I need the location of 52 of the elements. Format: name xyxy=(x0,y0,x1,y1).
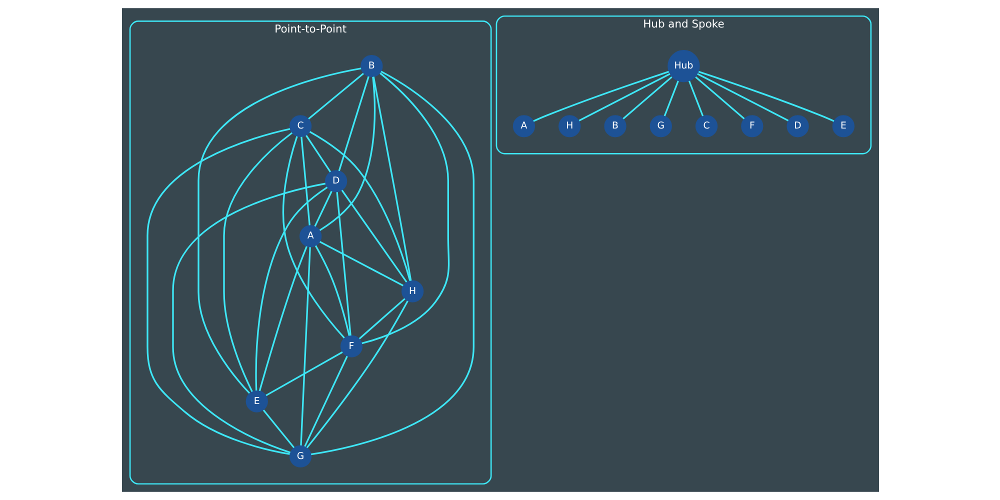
node-circle: G xyxy=(288,445,312,468)
connector xyxy=(310,70,474,456)
connector xyxy=(265,351,342,396)
connector xyxy=(318,76,376,231)
connector xyxy=(314,245,350,336)
connector xyxy=(308,131,410,281)
connector xyxy=(696,73,788,122)
node-circle: A xyxy=(512,115,535,138)
connector xyxy=(308,72,364,120)
connector xyxy=(532,70,669,122)
connector xyxy=(262,410,294,448)
node-circle: A xyxy=(299,225,322,248)
connector xyxy=(306,300,408,448)
node-circle: C xyxy=(694,115,718,138)
connector xyxy=(254,186,328,391)
connector xyxy=(300,136,310,226)
connector xyxy=(578,73,670,122)
node-circle: H xyxy=(401,280,424,302)
connector xyxy=(300,247,310,446)
node-circle: C xyxy=(288,115,312,138)
node-circle: E xyxy=(245,390,268,412)
connector xyxy=(694,76,744,120)
connector xyxy=(305,135,331,172)
node-circle: D xyxy=(786,115,808,138)
connector xyxy=(282,136,344,339)
connector xyxy=(688,80,704,116)
connector xyxy=(340,190,407,283)
connector xyxy=(197,68,361,394)
connector xyxy=(304,356,348,447)
node-circle: H xyxy=(558,115,580,138)
connector xyxy=(622,76,672,120)
connector xyxy=(698,70,834,122)
connector xyxy=(338,76,369,172)
node-circle: B xyxy=(604,115,626,138)
connector xyxy=(361,72,450,344)
node-circle: Hub xyxy=(667,50,700,82)
connector xyxy=(314,190,332,227)
connector xyxy=(222,132,292,392)
connector xyxy=(318,241,404,286)
node-circle: E xyxy=(832,115,854,138)
node-circle: D xyxy=(324,170,347,192)
connector xyxy=(372,76,412,281)
connector xyxy=(172,182,326,454)
node-circle: F xyxy=(740,115,763,138)
connector xyxy=(258,246,307,392)
node-circle: F xyxy=(340,335,362,358)
connector xyxy=(336,192,351,336)
node-circle: B xyxy=(360,55,382,78)
connector xyxy=(358,298,405,340)
connector xyxy=(663,80,678,116)
node-circle: G xyxy=(649,115,672,138)
connector xyxy=(146,128,290,455)
